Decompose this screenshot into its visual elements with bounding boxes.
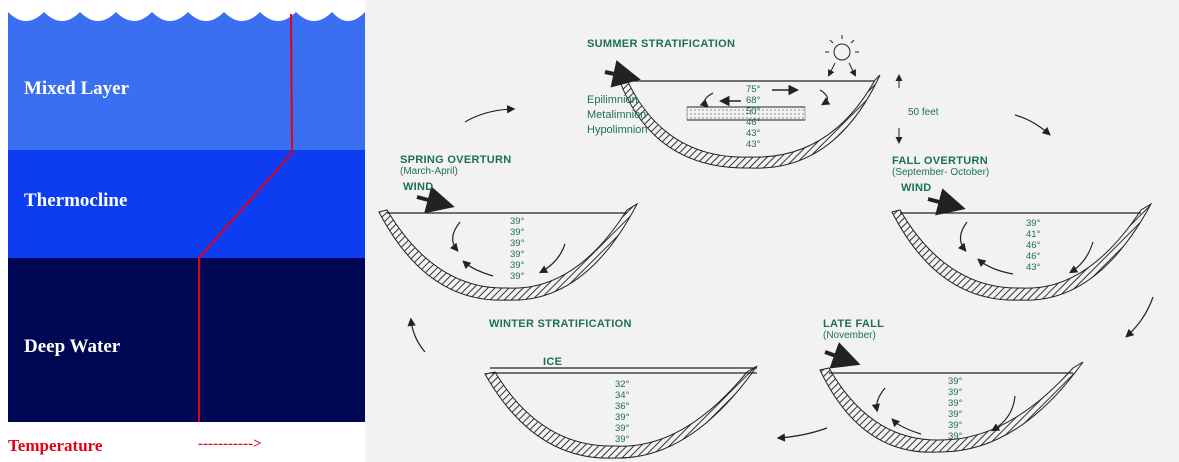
lake-layers-panel: Mixed Layer Thermocline Deep Water Tempe…: [0, 0, 365, 462]
temp-value: 68°: [746, 95, 760, 106]
fall-basin: [892, 199, 1151, 300]
temp-value: 39°: [510, 227, 524, 238]
ice-label: ICE: [543, 356, 562, 368]
spring-basin: [379, 197, 637, 300]
seasonal-cycle-panel: SUMMER STRATIFICATION Epilimnion Metalim…: [365, 0, 1179, 462]
temp-value: 39°: [615, 434, 629, 445]
temperature-arrow: ----------->: [198, 436, 262, 453]
temp-value: 39°: [510, 216, 524, 227]
temp-value: 43°: [746, 128, 760, 139]
late-fall-temps: 39° 39° 39° 39° 39° 39°: [948, 376, 962, 442]
hypolimnion-label: Hypolimnion: [587, 123, 648, 138]
temp-value: 41°: [1026, 229, 1040, 240]
temp-value: 39°: [948, 431, 962, 442]
temp-value: 32°: [615, 379, 629, 390]
temperature-profile-line: [0, 0, 365, 430]
winter-title: WINTER STRATIFICATION: [489, 318, 632, 330]
fall-title: FALL OVERTURN: [892, 155, 988, 167]
temp-value: 39°: [510, 271, 524, 282]
temp-value: 39°: [1026, 218, 1040, 229]
temp-value: 39°: [510, 249, 524, 260]
temp-value: 39°: [615, 423, 629, 434]
winter-temps: 32° 34° 36° 39° 39° 39°: [615, 379, 629, 445]
temp-value: 39°: [948, 376, 962, 387]
temp-value: 46°: [746, 117, 760, 128]
temp-value: 46°: [1026, 240, 1040, 251]
late-fall-months: (November): [823, 330, 876, 341]
temperature-label: Temperature: [8, 436, 102, 456]
seasonal-cycle-drawing: [365, 0, 1179, 462]
temp-value: 39°: [948, 387, 962, 398]
temp-value: 75°: [746, 84, 760, 95]
temp-value: 39°: [510, 260, 524, 271]
metalimnion-label: Metalimnion: [587, 108, 648, 123]
spring-title: SPRING OVERTURN: [400, 154, 511, 166]
spring-wind-label: WIND: [403, 181, 434, 193]
temp-value: 43°: [1026, 262, 1040, 273]
summer-temps: 75° 68° 50° 46° 43° 43°: [746, 84, 760, 150]
temp-value: 39°: [948, 409, 962, 420]
epilimnion-label: Epilimnion: [587, 93, 648, 108]
temp-value: 46°: [1026, 251, 1040, 262]
summer-layer-names: Epilimnion Metalimnion Hypolimnion: [587, 93, 648, 138]
summer-title: SUMMER STRATIFICATION: [587, 38, 735, 50]
fall-months: (September- October): [892, 167, 989, 178]
late-fall-title: LATE FALL: [823, 318, 884, 330]
temp-value: 39°: [510, 238, 524, 249]
spring-months: (March-April): [400, 166, 458, 177]
fall-wind-label: WIND: [901, 182, 932, 194]
temp-value: 39°: [948, 420, 962, 431]
temp-value: 34°: [615, 390, 629, 401]
fall-temps: 39° 41° 46° 46° 43°: [1026, 218, 1040, 273]
depth-label: 50 feet: [908, 107, 939, 118]
spring-temps: 39° 39° 39° 39° 39° 39°: [510, 216, 524, 282]
temp-value: 36°: [615, 401, 629, 412]
temp-value: 39°: [615, 412, 629, 423]
temp-value: 43°: [746, 139, 760, 150]
temp-value: 39°: [948, 398, 962, 409]
temp-value: 50°: [746, 106, 760, 117]
